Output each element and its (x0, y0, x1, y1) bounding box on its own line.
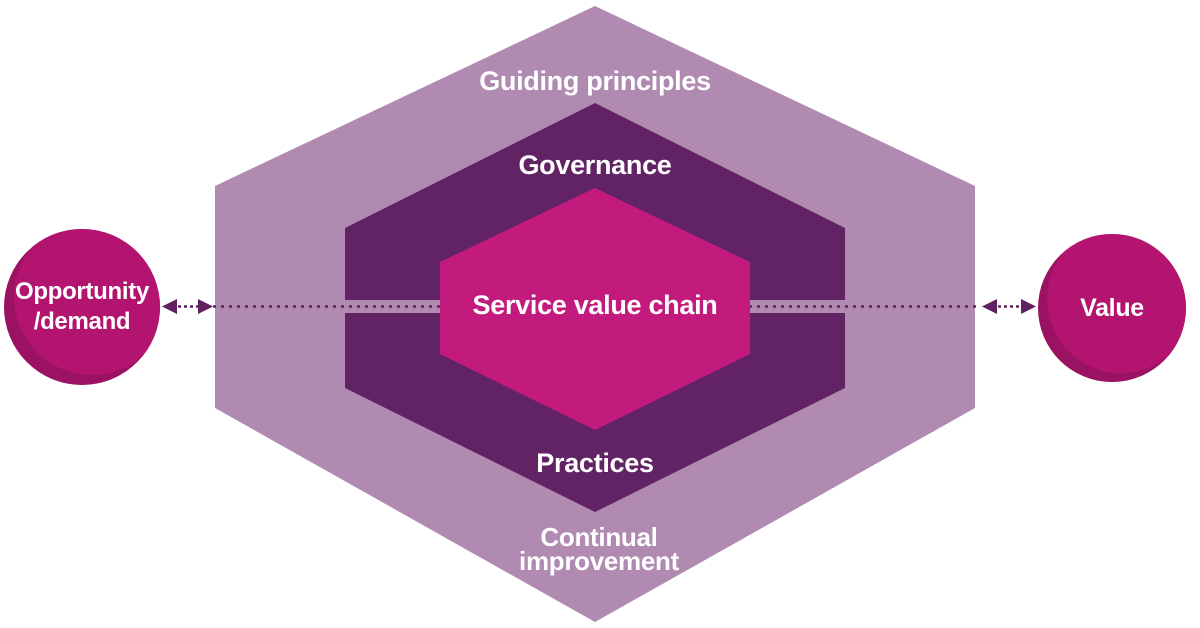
governance-label: Governance (518, 150, 671, 180)
continual-improvement-label-line2: improvement (519, 546, 680, 576)
right-arrow-head-right (1021, 299, 1036, 314)
value-circle: Value (1038, 234, 1186, 382)
right-arrow-head-left (982, 299, 997, 314)
right-arrow (982, 299, 1036, 314)
left-arrow-head-right (198, 299, 213, 314)
inner-hexagon (440, 188, 750, 430)
opportunity-label-line2: /demand (34, 308, 131, 335)
guiding-principles-label: Guiding principles (479, 66, 711, 96)
value-label: Value (1080, 294, 1144, 322)
opportunity-circle: Opportunity /demand (4, 229, 160, 385)
continual-improvement-label-line1: Continual (540, 522, 657, 552)
left-arrow (162, 299, 213, 314)
service-value-chain-label: Service value chain (473, 290, 718, 320)
value-circle-fill (1047, 234, 1186, 373)
left-arrow-head-left (162, 299, 177, 314)
practices-label: Practices (536, 448, 653, 478)
opportunity-label-line1: Opportunity (15, 278, 150, 305)
opportunity-circle-fill (14, 229, 160, 375)
